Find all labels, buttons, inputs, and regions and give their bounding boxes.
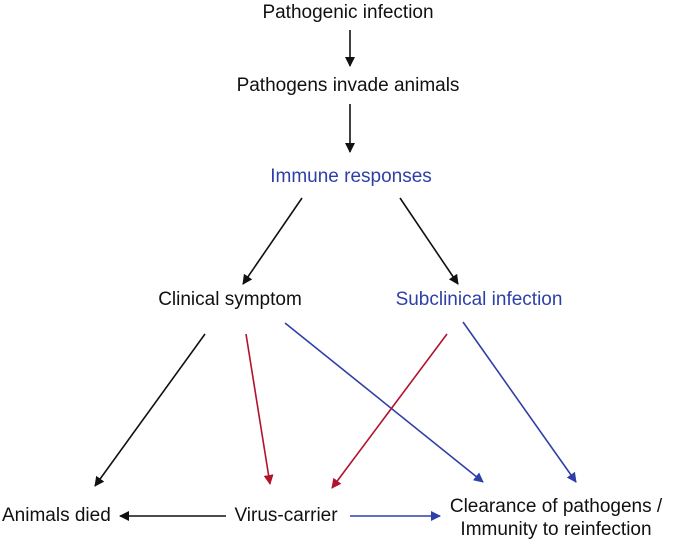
node-clearance-immunity: Clearance of pathogens / Immunity to rei… [450, 495, 662, 541]
arrow-clinical-symptom-to-animals-died [94, 333, 206, 487]
clearance-line-1: Clearance of pathogens / [449, 496, 663, 517]
node-pathogens-invade-animals: Pathogens invade animals [236, 75, 460, 96]
node-pathogenic-infection: Pathogenic infection [262, 2, 434, 23]
arrow-clinical-symptom-to-virus-carrier [245, 333, 274, 485]
node-animals-died: Animals died [2, 505, 111, 526]
clearance-line-2: Immunity to reinfection [460, 519, 652, 540]
arrow-subclinical-infection-to-virus-carrier [331, 333, 448, 489]
node-immune-responses: Immune responses [270, 166, 432, 187]
node-virus-carrier: Virus-carrier [234, 505, 338, 526]
node-clinical-symptom: Clinical symptom [158, 289, 302, 310]
edges-group [94, 30, 577, 521]
arrow-clinical-symptom-to-clearance [284, 322, 484, 483]
arrow-subclinical-infection-to-clearance [462, 321, 577, 483]
node-subclinical-infection: Subclinical infection [395, 289, 563, 310]
arrow-immune-responses-to-subclinical-infection [399, 197, 459, 285]
arrow-immune-responses-to-clinical-symptom [242, 197, 303, 285]
